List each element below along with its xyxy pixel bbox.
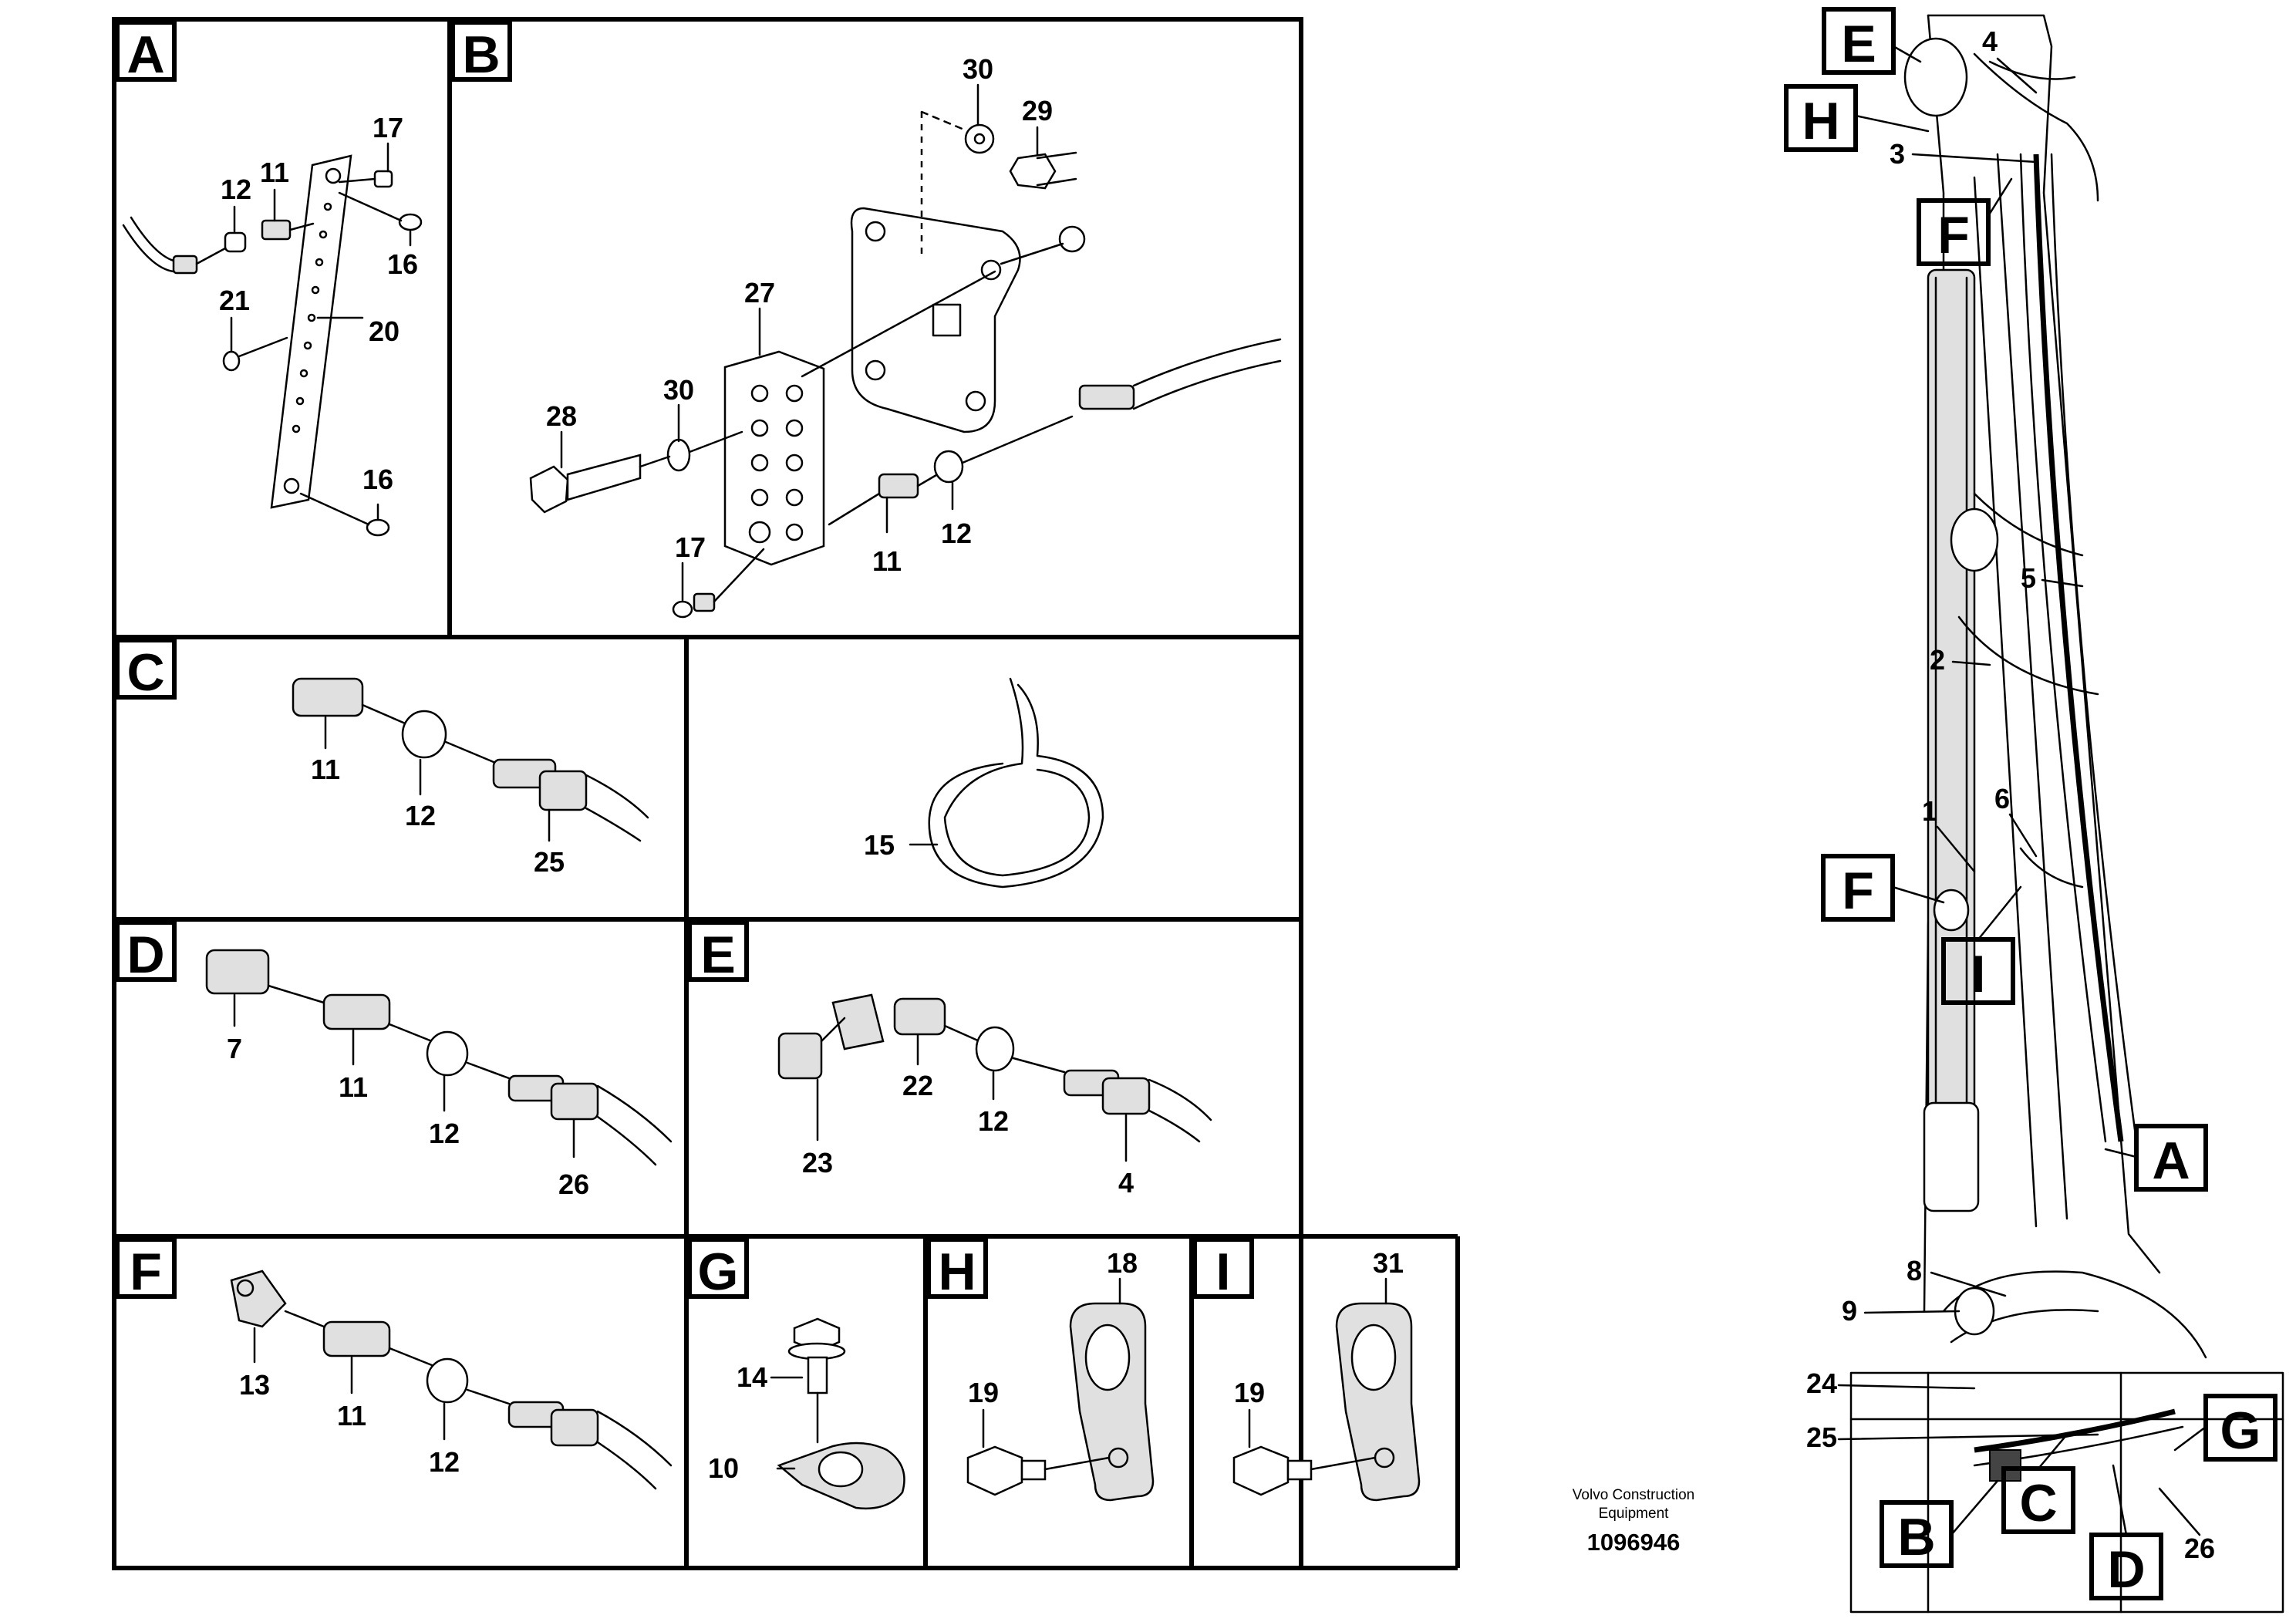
panel-b-title: B [462,25,500,84]
panel-g-title: G [698,1243,739,1301]
svg-text:18: 18 [1107,1247,1138,1279]
svg-text:26: 26 [2184,1533,2215,1564]
svg-text:7: 7 [227,1033,242,1064]
svg-text:11: 11 [872,545,902,577]
panel-f: F 13 11 12 [115,1237,673,1490]
panel-d: D 7 11 12 26 [115,920,673,1200]
svg-text:11: 11 [337,1400,366,1431]
company-line-1: Volvo Construction [1573,1487,1694,1503]
svg-text:H: H [1802,92,1839,150]
svg-text:12: 12 [978,1105,1009,1137]
svg-text:6: 6 [1994,783,2010,814]
svg-text:31: 31 [1373,1247,1404,1279]
svg-text:12: 12 [429,1118,460,1149]
flange-bolt-14 [793,1317,841,1353]
svg-text:5: 5 [2021,562,2036,594]
svg-text:23: 23 [802,1147,833,1179]
svg-text:12: 12 [221,174,251,205]
mounting-bracket [850,207,1021,433]
svg-text:11: 11 [260,157,289,188]
svg-text:D: D [2107,1540,2145,1599]
svg-text:19: 19 [968,1377,999,1408]
svg-text:16: 16 [387,248,418,280]
svg-text:9: 9 [1842,1295,1857,1327]
panel-d-title: D [126,926,164,984]
panel-c: C 11 12 25 [115,638,649,878]
connector-strip-20 [270,154,352,509]
svg-text:F: F [1842,862,1874,920]
svg-text:10: 10 [708,1452,739,1484]
cable-tie-15 [928,683,1104,889]
drawing-number: 1096946 [1587,1529,1681,1556]
panel-g: G 14 10 [687,1237,905,1509]
svg-text:15: 15 [864,829,895,861]
svg-text:13: 13 [239,1369,270,1401]
svg-text:19: 19 [1234,1377,1265,1408]
svg-text:B: B [1897,1508,1935,1566]
panel-c-title: C [126,643,164,702]
svg-text:11: 11 [339,1071,368,1103]
svg-text:I: I [1971,945,1986,1003]
svg-text:22: 22 [902,1070,933,1101]
svg-text:21: 21 [219,285,250,316]
svg-text:A: A [2152,1131,2190,1190]
svg-text:F: F [1937,206,1970,265]
svg-text:E: E [1841,15,1876,73]
overview-callouts: E H F F I A G B C D [1784,7,2277,1600]
panel-i: I 31 19 [1192,1237,1421,1502]
svg-text:G: G [2220,1401,2261,1460]
panel-a-title: A [126,25,164,84]
company-line-2: Equipment [1599,1506,1670,1522]
panel-a: A 17 12 11 16 [115,20,423,537]
svg-text:8: 8 [1907,1255,1922,1286]
panel-i-title: I [1216,1243,1231,1301]
panel-cable-tie: 15 [864,677,1104,889]
svg-text:17: 17 [675,531,706,563]
boom-overview [1849,14,2284,1614]
panel-h-title: H [938,1243,976,1301]
svg-text:14: 14 [737,1361,767,1393]
svg-text:12: 12 [429,1446,460,1478]
panel-b: B [450,20,1282,619]
svg-text:C: C [2019,1474,2057,1533]
svg-text:16: 16 [362,464,393,495]
svg-text:12: 12 [405,800,436,831]
svg-text:4: 4 [1118,1167,1134,1199]
svg-text:28: 28 [546,400,577,432]
svg-text:12: 12 [941,518,972,549]
svg-text:30: 30 [663,374,694,406]
panel-e-title: E [700,926,735,984]
svg-text:30: 30 [963,53,993,85]
panel-frames [112,17,1460,1570]
svg-text:2: 2 [1930,644,1945,676]
svg-text:4: 4 [1982,25,1998,57]
svg-text:3: 3 [1890,138,1905,170]
svg-text:27: 27 [744,277,775,309]
svg-text:20: 20 [369,315,400,347]
panel-e: E 22 12 23 4 [687,920,1212,1199]
credit-block: Volvo Construction Equipment 1096946 [1573,1487,1694,1556]
panel-h: H 18 19 [926,1237,1155,1502]
panel-f-title: F [130,1243,162,1301]
svg-text:11: 11 [311,754,340,785]
distribution-block-27 [723,350,825,566]
svg-text:25: 25 [534,846,565,878]
overview-part-labels: 4 3 5 2 1 6 8 9 24 25 26 [1806,25,2215,1564]
svg-text:25: 25 [1806,1421,1837,1453]
svg-text:1: 1 [1922,795,1937,827]
svg-text:29: 29 [1022,95,1053,126]
svg-text:17: 17 [373,112,403,143]
svg-text:24: 24 [1806,1367,1837,1399]
svg-text:26: 26 [558,1168,589,1200]
